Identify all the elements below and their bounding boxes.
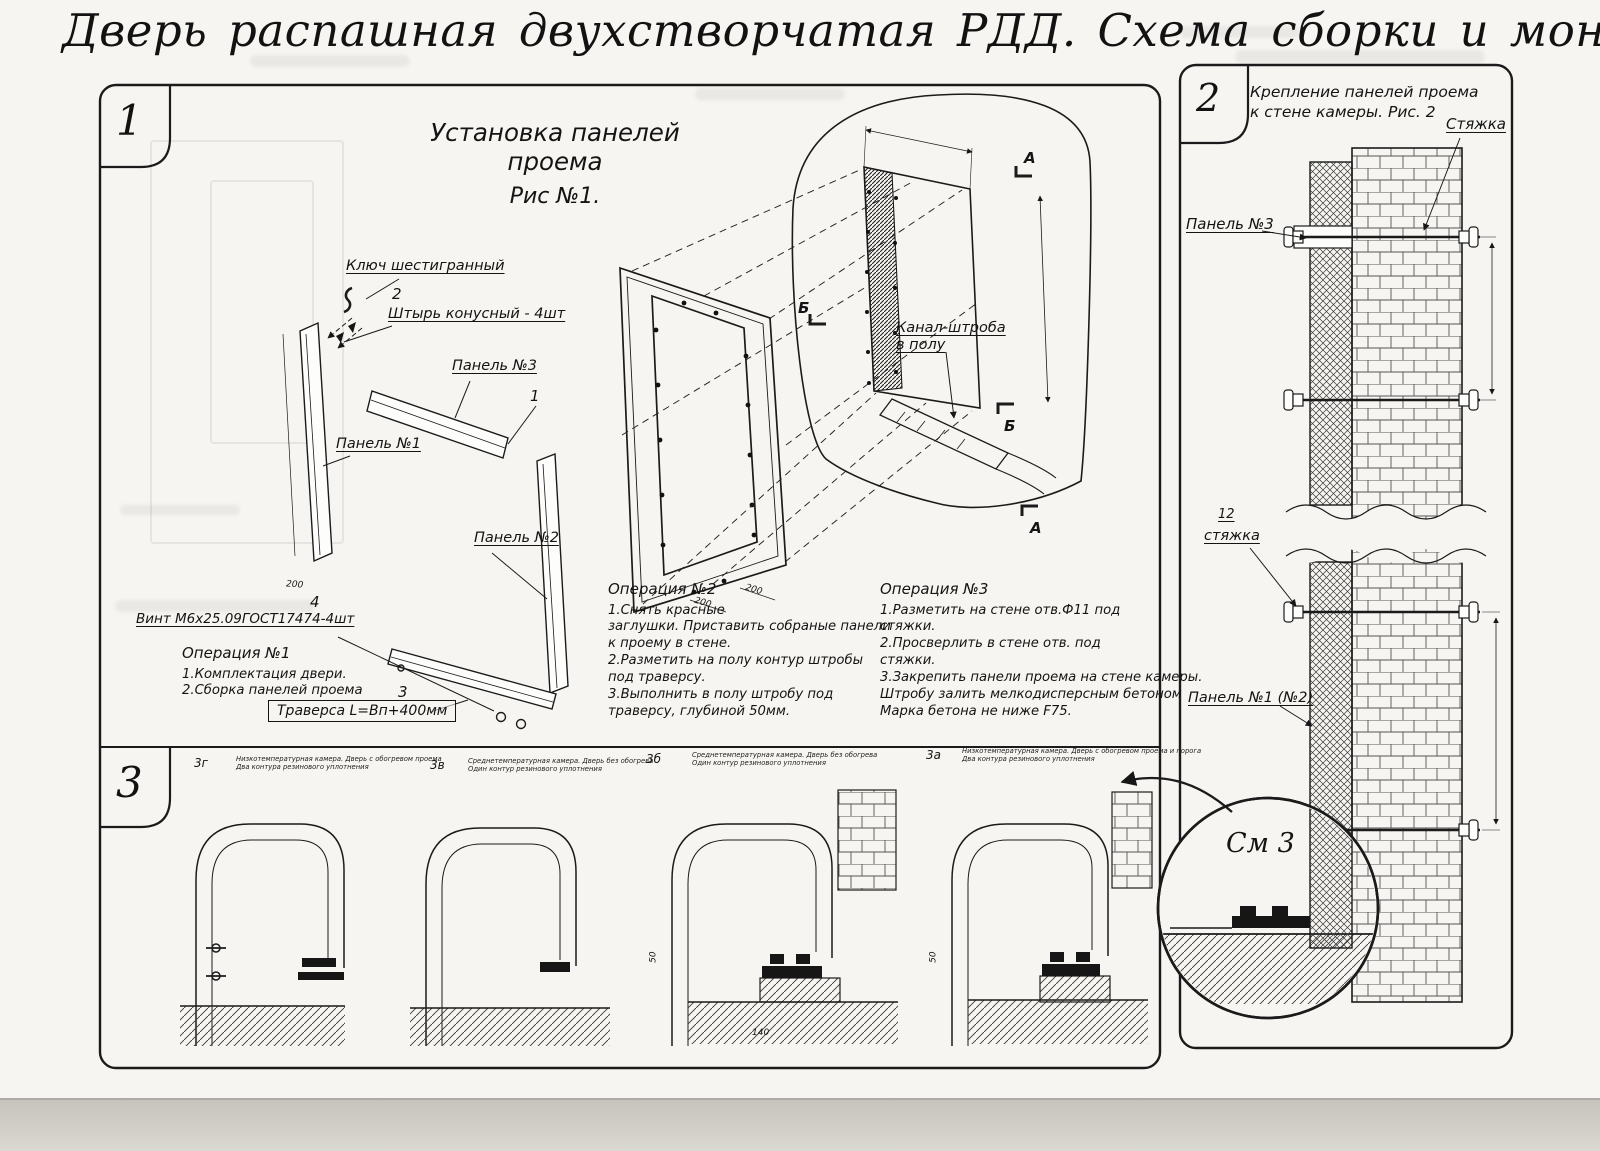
label-floor-channel-line2: в полу: [896, 336, 946, 353]
operation-1-line: 1.Комплектация двери.: [182, 666, 347, 682]
caption-line: Среднетемпературная камера. Дверь без об…: [692, 751, 878, 759]
callout-1: 1: [530, 387, 540, 405]
label-floor-channel: Канал-штроба в полу: [896, 320, 1006, 353]
label-traverse: Траверса L=Вп+400мм: [268, 700, 457, 723]
section-3v-caption: Среднетемпературная камера. Дверь без об…: [468, 757, 653, 774]
label-panel1: Панель №1: [336, 436, 421, 452]
section-3g-id: 3г: [194, 756, 208, 770]
operation-1-title: Операция №1: [182, 644, 291, 662]
operation-2-line: 3.Выполнить в полу штробу под: [608, 686, 834, 702]
operation-3-line: 1.Разметить на стене отв.Ф11 под: [880, 602, 1121, 618]
fig3-drawing: [180, 789, 1153, 1046]
operation-2-line: к проему в стене.: [608, 636, 732, 652]
operation-3-line: Штробу залить мелкодисперсным бетоном: [880, 686, 1182, 702]
callout-2: 2: [392, 285, 402, 303]
section-3v-id: 3в: [430, 758, 445, 772]
sheet-title: Дверь распашная двухстворчатая РДД. Схем…: [62, 4, 1600, 57]
operation-2-line: заглушки. Приставить собраные панели: [608, 619, 891, 635]
section-3b-caption: Среднетемпературная камера. Дверь без об…: [692, 751, 877, 768]
caption-line: Два контура резинового уплотнения: [962, 755, 1095, 764]
operation-3-line: стяжки.: [880, 653, 936, 669]
operation-1-text: Операция №1 1.Комплектация двери. 2.Сбор…: [182, 644, 363, 700]
dim-50: 50: [928, 951, 939, 963]
scan-edge-shadow: [0, 1098, 1600, 1151]
caption-line: Низкотемпературная камера. Дверь с обогр…: [236, 755, 442, 763]
fig1-drawing: [282, 93, 1092, 730]
dim-50: 50: [648, 951, 659, 963]
bleed-through-artifact: [115, 600, 315, 612]
fig1-title-line2: Рис №1.: [509, 184, 601, 209]
caption-line: Два контура резинового уплотнения: [236, 763, 369, 772]
section-marker-a-bottom: А: [1030, 519, 1042, 537]
operation-2-line: траверсу, глубиной 50мм.: [608, 703, 791, 719]
label-see-3: См 3: [1226, 828, 1295, 859]
bleed-through-artifact: [120, 505, 240, 515]
fig2-title: Крепление панелей проема к стене камеры.…: [1250, 82, 1490, 122]
section-marker-b-right: Б: [1004, 417, 1016, 435]
label-pos-12: 12: [1218, 507, 1235, 522]
caption-line: Среднетемпературная камера. Дверь без об…: [468, 757, 654, 765]
section-3a-caption: Низкотемпературная камера. Дверь с обогр…: [962, 747, 1201, 764]
callout-3: 3: [398, 683, 408, 701]
bleed-through-artifact: [250, 55, 410, 67]
caption-line: Один контур резинового уплотнения: [468, 765, 602, 774]
fig1-badge: 1: [116, 96, 143, 145]
bleed-through-artifact: [1180, 26, 1300, 38]
label-floor-channel-line1: Канал-штроба: [896, 320, 1006, 336]
fig3-badge: 3: [116, 758, 143, 807]
fig2-title-line2: к стене камеры. Рис. 2: [1250, 103, 1436, 122]
operation-3-line: стяжки.: [880, 619, 936, 635]
fig1-title-line1: Установка панелей проема: [430, 118, 680, 176]
section-marker-b-left: Б: [798, 299, 810, 317]
operation-3-title: Операция №3: [880, 580, 989, 598]
operation-2-line: 2.Разметить на полу контур штробы: [608, 653, 864, 669]
operation-3-line: Марка бетона не ниже F75.: [880, 703, 1072, 719]
section-3b-id: 3б: [646, 752, 662, 766]
caption-line: Один контур резинового уплотнения: [692, 759, 826, 768]
label-tie-2: стяжка: [1204, 528, 1260, 544]
operation-2-text: Операция №2 1.Снять красные заглушки. Пр…: [608, 580, 891, 721]
operation-2-line: 1.Снять красные: [608, 602, 725, 618]
fig2-badge: 2: [1196, 76, 1221, 120]
operation-2-line: под траверсу.: [608, 670, 706, 686]
section-3a-id: 3а: [926, 748, 941, 762]
caption-line: Низкотемпературная камера. Дверь с обогр…: [962, 747, 1202, 755]
callout-4: 4: [310, 593, 320, 611]
fig1-title: Установка панелей проема Рис №1.: [380, 118, 730, 209]
label-fig2-panel3: Панель №3: [1186, 215, 1274, 233]
bleed-through-artifact: [210, 180, 314, 444]
label-tie: Стяжка: [1446, 115, 1506, 133]
bleed-through-artifact: [1235, 50, 1485, 63]
dim-140: 140: [752, 1028, 770, 1038]
label-pin: Штырь конусный - 4шт: [388, 306, 566, 322]
label-panel2: Панель №2: [474, 530, 559, 546]
label-screw: Винт М6х25.09ГОСТ17474-4шт: [136, 611, 355, 627]
operation-2-title: Операция №2: [608, 580, 717, 598]
section-3g-caption: Низкотемпературная камера. Дверь с обогр…: [236, 755, 442, 772]
operation-3-text: Операция №3 1.Разметить на стене отв.Ф11…: [880, 580, 1202, 721]
label-hex-key: Ключ шестигранный: [346, 258, 505, 274]
operation-3-line: 2.Просверлить в стене отв. под: [880, 636, 1101, 652]
bleed-through-artifact: [695, 88, 845, 100]
operation-3-line: 3.Закрепить панели проема на стене камер…: [880, 670, 1203, 686]
label-panel3: Панель №3: [452, 358, 537, 374]
dim-200: 200: [285, 579, 304, 591]
section-marker-a-top: А: [1024, 149, 1036, 167]
sheet-borders: [98, 63, 1514, 1070]
operation-1-line: 2.Сборка панелей проема: [182, 683, 363, 699]
fig2-drawing: [1120, 137, 1500, 1020]
fig2-title-line1: Крепление панелей проема: [1250, 83, 1479, 101]
label-panel1-2: Панель №1 (№2): [1188, 690, 1314, 706]
